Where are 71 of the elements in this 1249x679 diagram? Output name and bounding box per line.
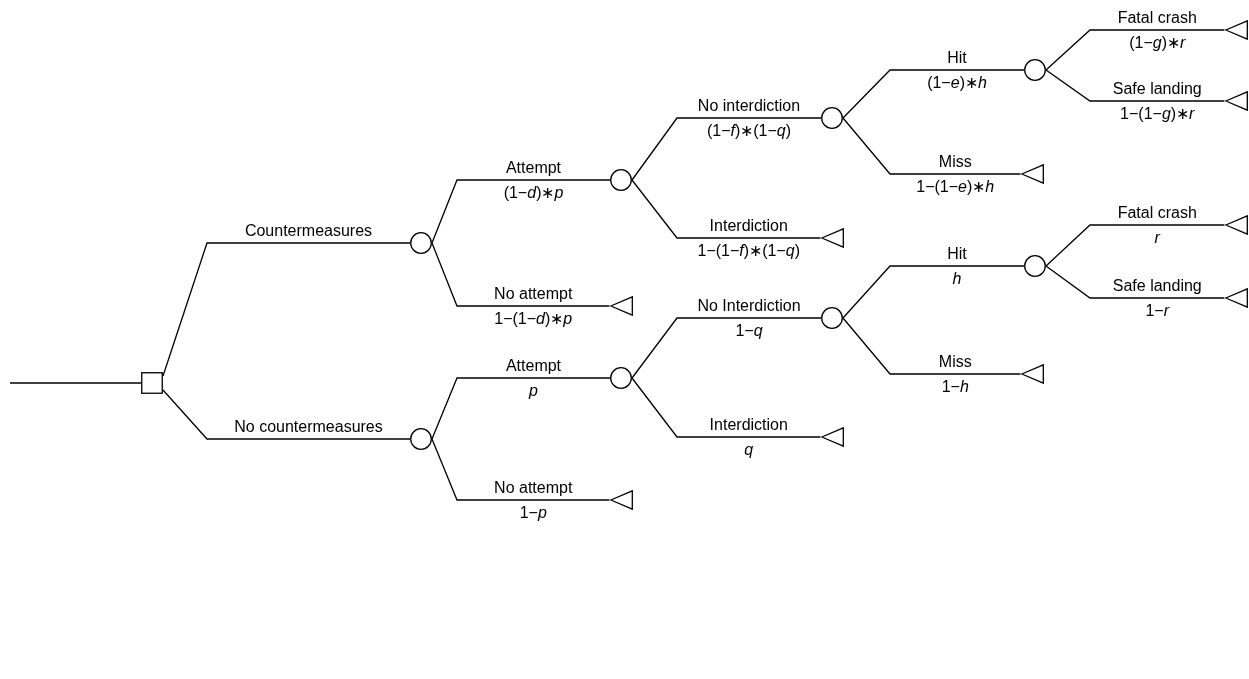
edge-label: Miss xyxy=(938,353,972,371)
probability-label: (1−f)∗(1−q) xyxy=(706,122,792,140)
edge-label: No countermeasures xyxy=(234,418,383,436)
branch-line xyxy=(631,377,822,438)
branch-line xyxy=(842,265,1025,319)
chance-circle xyxy=(410,232,432,254)
probability-label: 1−p xyxy=(519,504,547,522)
probability-label: 1−(1−d)∗p xyxy=(494,310,573,328)
edge-label: Interdiction xyxy=(709,416,788,434)
terminal-triangle xyxy=(1224,215,1248,235)
chance-circle xyxy=(410,428,432,450)
probability-label: 1−(1−f)∗(1−q) xyxy=(697,242,800,260)
probability-label: h xyxy=(952,270,962,288)
branch-line xyxy=(842,69,1025,119)
chance-circle xyxy=(610,169,632,191)
terminal-triangle xyxy=(820,228,844,248)
chance-circle xyxy=(821,107,843,129)
edge-label: Hit xyxy=(947,245,967,263)
branch-line xyxy=(431,179,611,244)
probability-label: 1−h xyxy=(941,378,969,396)
branch-line xyxy=(162,389,411,440)
branch-line xyxy=(631,117,822,181)
branch-line xyxy=(1045,224,1226,267)
probability-label: r xyxy=(1154,229,1160,247)
probability-label: (1−d)∗p xyxy=(503,184,564,202)
terminal-triangle xyxy=(1020,164,1044,184)
terminal-triangle xyxy=(820,427,844,447)
edge-label: Attempt xyxy=(505,159,562,177)
chance-circle xyxy=(1024,255,1046,277)
edge-label: Interdiction xyxy=(709,217,788,235)
probability-label: 1−(1−e)∗h xyxy=(916,178,995,196)
chance-circle xyxy=(821,307,843,329)
edge-label: No interdiction xyxy=(697,97,801,115)
branch-line xyxy=(9,382,142,384)
probability-label: 1−(1−g)∗r xyxy=(1120,105,1195,123)
edge-label: Fatal crash xyxy=(1117,9,1197,27)
edge-label: No attempt xyxy=(494,479,573,497)
probability-label: 1−r xyxy=(1145,302,1170,320)
chance-circle xyxy=(610,367,632,389)
branch-line xyxy=(842,317,1022,375)
branch-line xyxy=(631,179,822,239)
branch-line xyxy=(1045,69,1226,102)
branch-line xyxy=(431,438,611,501)
decision-square xyxy=(141,372,163,394)
terminal-triangle xyxy=(1224,20,1248,40)
edge-label: Safe landing xyxy=(1112,277,1202,295)
probability-label: (1−e)∗h xyxy=(927,74,987,92)
branch-line xyxy=(1045,29,1226,71)
branch-line xyxy=(431,242,611,307)
edge-label: No Interdiction xyxy=(697,297,801,315)
chance-circle xyxy=(1024,59,1046,81)
probability-label: (1−g)∗r xyxy=(1129,34,1186,52)
terminal-triangle xyxy=(1020,364,1044,384)
edge-label: Miss xyxy=(938,153,972,171)
edge-label: Attempt xyxy=(505,357,562,375)
terminal-triangle xyxy=(609,490,633,510)
edge-label: Fatal crash xyxy=(1117,204,1197,222)
terminal-triangle xyxy=(1224,91,1248,111)
edge-label: Countermeasures xyxy=(244,222,373,240)
probability-label: p xyxy=(529,382,538,400)
branch-line xyxy=(431,377,611,440)
probability-label: q xyxy=(744,441,754,459)
edge-label: Hit xyxy=(947,49,967,67)
terminal-triangle xyxy=(609,296,633,316)
edge-label: No attempt xyxy=(494,285,573,303)
branch-line xyxy=(842,117,1022,175)
branch-line xyxy=(631,317,822,379)
edge-label: Safe landing xyxy=(1112,80,1202,98)
branch-line xyxy=(1045,265,1226,299)
terminal-triangle xyxy=(1224,288,1248,308)
probability-label: 1−q xyxy=(735,322,763,340)
